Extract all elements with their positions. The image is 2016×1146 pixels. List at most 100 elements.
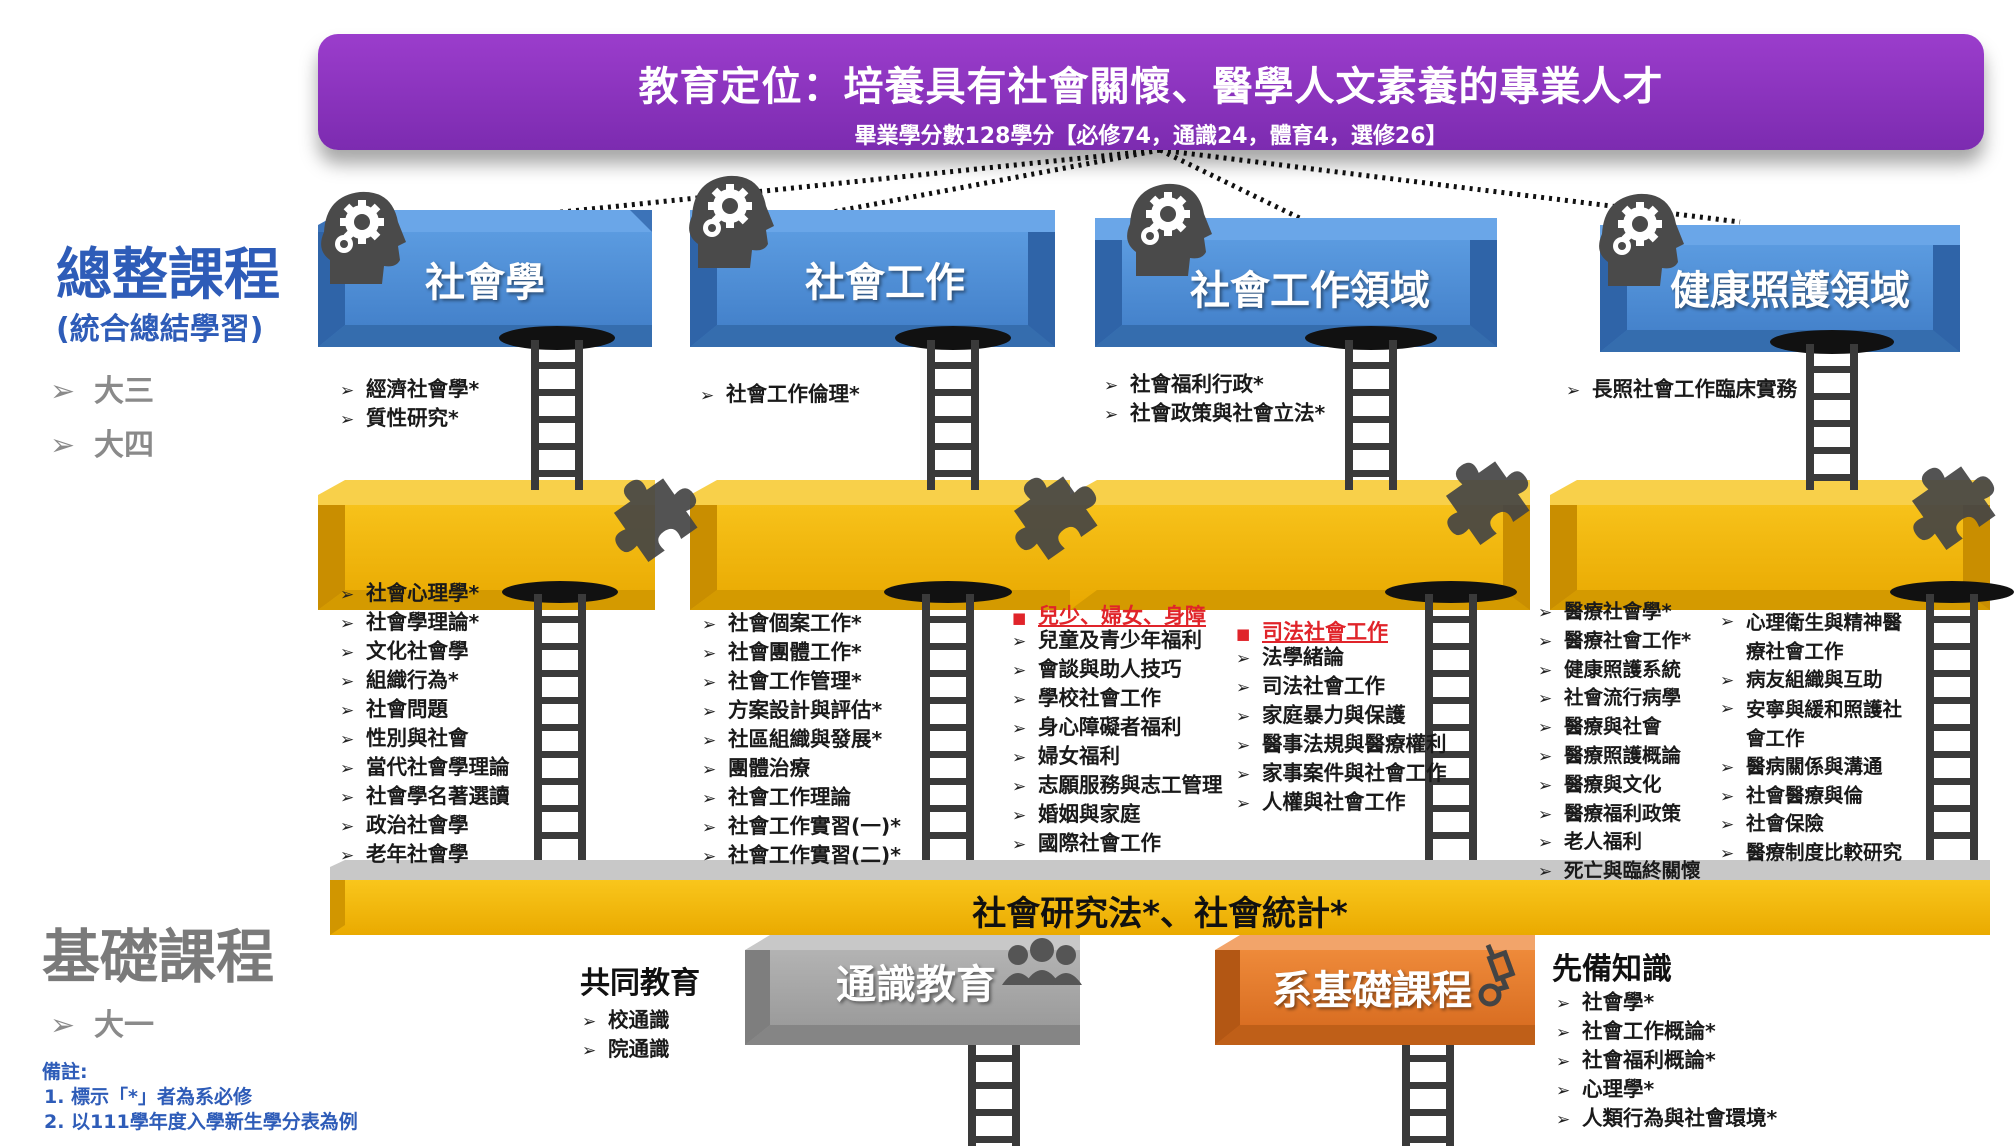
- list-item: 身心障礙者福利: [1012, 713, 1223, 742]
- list-item: 社會保險: [1720, 810, 1916, 839]
- list-item: 性別與社會: [340, 724, 510, 753]
- list-item: 社會政策與社會立法*: [1104, 399, 1325, 428]
- healthcare-col2-list: 心理衛生與精神醫療社會工作 病友組織與互助 安寧與緩和照護社會工作 醫病關係與溝…: [1720, 608, 1916, 868]
- list-item: 婦女福利: [1012, 742, 1223, 771]
- domain-title-healthcare-field: 健康照護領域: [1670, 268, 1910, 314]
- healthcare-col1-list: 醫療社會學* 醫療社會工作* 健康照護系統 社會流行病學 醫療與社會 醫療照護概…: [1538, 598, 1701, 886]
- list-item: 家庭暴力與保護: [1236, 701, 1447, 730]
- social-work-upper-list: 社會工作倫理*: [700, 380, 860, 409]
- list-item: 婚姻與家庭: [1012, 800, 1223, 829]
- list-item: 司法社會工作: [1236, 672, 1447, 701]
- banner-title: 教育定位：培養具有社會關懷、醫學人文素養的專業人才: [638, 64, 1664, 110]
- list-item: 人權與社會工作: [1236, 788, 1447, 817]
- head-gear-icons: [321, 175, 1684, 286]
- list-item: 心理衛生與精神醫療社會工作: [1720, 608, 1916, 666]
- general-ed-box: [745, 935, 1080, 1045]
- list-item: 社會學名著選讀: [340, 782, 510, 811]
- list-item: 經濟社會學*: [340, 375, 479, 404]
- group-heading-forensic-social-work: 司法社會工作: [1236, 616, 1388, 646]
- group-heading-children-women-disability: 兒少、婦女、身障: [1012, 600, 1206, 630]
- list-item: 醫療社會學*: [1538, 598, 1701, 627]
- list-item: 社會工作管理*: [702, 667, 901, 696]
- prerequisite-list: 社會學* 社會工作概論* 社會福利概論* 心理學* 人類行為與社會環境*: [1556, 988, 1777, 1133]
- foundation-courses-title: 基礎課程: [42, 923, 275, 991]
- general-ed-list: 校通識 院通識: [582, 1006, 670, 1064]
- puzzle-piece-icon: [1013, 476, 1098, 560]
- ladder: [531, 340, 583, 490]
- list-item: 老人福利: [1538, 828, 1701, 857]
- prerequisite-heading: 先備知識: [1552, 952, 1672, 987]
- year-senior: ➢大四: [50, 428, 154, 463]
- note-2: 2. 以111學年度入學新生學分表為例: [44, 1111, 358, 1133]
- list-item: 老年社會學: [340, 840, 510, 869]
- notes-title: 備註:: [42, 1061, 88, 1083]
- list-item: 醫療照護概論: [1538, 742, 1701, 771]
- social-work-field-group1-list: 兒童及青少年福利 會談與助人技巧 學校社會工作 身心障礙者福利 婦女福利 志願服…: [1012, 626, 1223, 858]
- puzzle-piece-icon: [1445, 461, 1530, 545]
- dept-basic-title: 系基礎課程: [1272, 968, 1472, 1014]
- notes: 備註: 1. 標示「*」者為系必修 2. 以111學年度入學新生學分表為例: [42, 1060, 358, 1135]
- ladder: [534, 594, 586, 862]
- list-item: 社區組織與發展*: [702, 725, 901, 754]
- methods-bar-text: 社會研究法*、社會統計*: [972, 894, 1348, 934]
- ladder-rails: [531, 340, 1978, 1146]
- list-item: 社會心理學*: [340, 579, 510, 608]
- head-gear-icon: [689, 175, 774, 268]
- list-item: 病友組織與互助: [1720, 666, 1916, 695]
- puzzle-piece-icon: [1911, 466, 1996, 550]
- list-item: 社會工作理論: [702, 783, 901, 812]
- general-ed-heading: 共同教育: [580, 966, 700, 1001]
- domain-title-sociology: 社會學: [425, 260, 545, 306]
- list-item: 醫療制度比較研究: [1720, 839, 1916, 868]
- list-item: 當代社會學理論: [340, 753, 510, 782]
- list-item: 社會福利行政*: [1104, 370, 1325, 399]
- ladder: [1806, 344, 1858, 490]
- list-item: 校通識: [582, 1006, 670, 1035]
- sociology-upper-list: 經濟社會學* 質性研究*: [340, 375, 479, 433]
- list-item: 組織行為*: [340, 666, 510, 695]
- head-gear-icon: [1599, 193, 1684, 286]
- list-item: 兒童及青少年福利: [1012, 626, 1223, 655]
- list-item: 醫療社會工作*: [1538, 627, 1701, 656]
- social-work-field-upper-list: 社會福利行政* 社會政策與社會立法*: [1104, 370, 1325, 428]
- banner-subtitle: 畢業學分數128學分【必修74，通識24，體育4，選修26】: [854, 124, 1448, 149]
- list-item: 國際社會工作: [1012, 829, 1223, 858]
- year-junior: ➢大三: [50, 374, 154, 409]
- list-item: 社會工作倫理*: [700, 380, 860, 409]
- list-item: 醫病關係與溝通: [1720, 753, 1916, 782]
- list-item: 學校社會工作: [1012, 684, 1223, 713]
- list-item: 社會學理論*: [340, 608, 510, 637]
- puzzle-piece-icon: [613, 478, 698, 562]
- list-item: 團體治療: [702, 754, 901, 783]
- domain-title-social-work: 社會工作: [805, 260, 965, 306]
- ladder: [1926, 594, 1978, 862]
- general-ed-title: 通識教育: [836, 962, 996, 1008]
- ladder: [968, 1033, 1020, 1146]
- note-1: 1. 標示「*」者為系必修: [44, 1086, 252, 1108]
- year-freshman: ➢大一: [50, 1008, 154, 1043]
- list-item: 社會工作概論*: [1556, 1017, 1777, 1046]
- ladder: [922, 594, 974, 862]
- list-item: 社會個案工作*: [702, 609, 901, 638]
- list-item: 安寧與緩和照護社會工作: [1720, 695, 1916, 753]
- sociology-lower-list: 社會心理學* 社會學理論* 文化社會學 組織行為* 社會問題 性別與社會 當代社…: [340, 579, 510, 869]
- list-item: 死亡與臨終關懷: [1538, 857, 1701, 886]
- list-item: 社會福利概論*: [1556, 1046, 1777, 1075]
- list-item: 家事案件與社會工作: [1236, 759, 1447, 788]
- list-item: 社會流行病學: [1538, 684, 1701, 713]
- ladder: [1345, 340, 1397, 490]
- social-work-field-group2-list: 法學緒論 司法社會工作 家庭暴力與保護 醫事法規與醫療權利 家事案件與社會工作 …: [1236, 643, 1447, 817]
- list-item: 社會問題: [340, 695, 510, 724]
- list-item: 政治社會學: [340, 811, 510, 840]
- head-gear-icon: [321, 191, 406, 284]
- puzzle-piece-icons: [613, 461, 1996, 562]
- list-item: 社會團體工作*: [702, 638, 901, 667]
- list-item: 健康照護系統: [1538, 656, 1701, 685]
- list-item: 醫療與社會: [1538, 713, 1701, 742]
- integrated-courses-title: 總整課程: [56, 243, 280, 308]
- ladder: [927, 340, 979, 490]
- list-item: 社會工作實習(二)*: [702, 841, 901, 870]
- list-item: 志願服務與志工管理: [1012, 771, 1223, 800]
- healthcare-upper-list: 長照社會工作臨床實務: [1566, 375, 1797, 404]
